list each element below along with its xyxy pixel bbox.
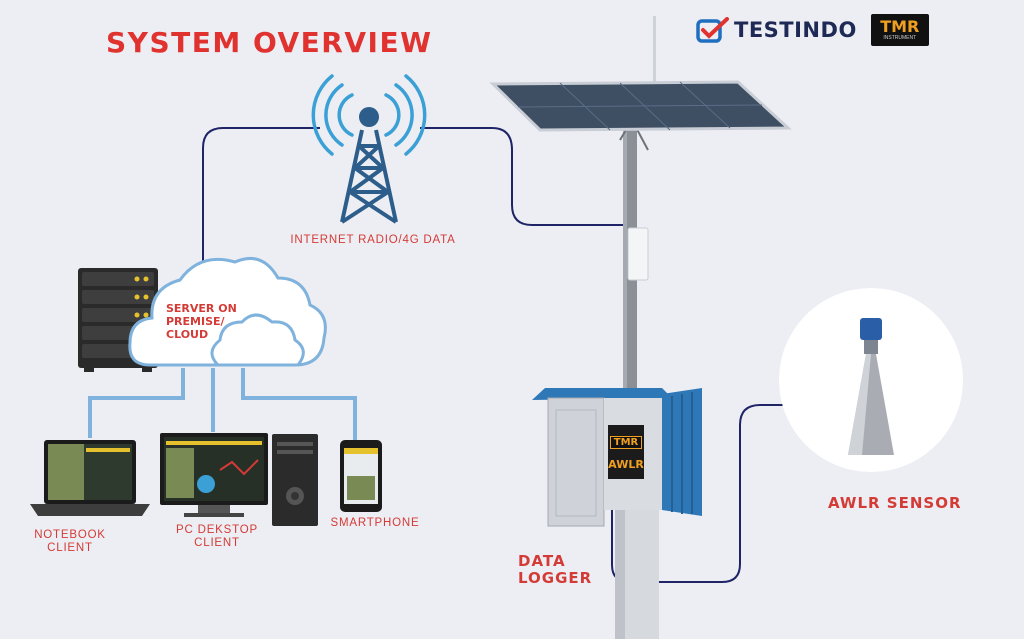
server-label: SERVER ON PREMISE/ CLOUD [166, 302, 237, 341]
logger-panel-text: AWLR [608, 458, 644, 471]
pole-structure [619, 16, 656, 390]
data-logger-enclosure [532, 388, 702, 639]
server-label-line1: SERVER ON [166, 302, 237, 315]
page-title: SYSTEM OVERVIEW [106, 26, 433, 59]
server-to-tower-link [202, 127, 320, 262]
checkmark-icon [696, 17, 729, 43]
logger-label: DATA LOGGER [518, 553, 592, 587]
notebook-label: NOTEBOOK CLIENT [30, 529, 110, 555]
notebook-label-line1: NOTEBOOK [34, 529, 106, 541]
notebook-label-line2: CLIENT [47, 542, 93, 554]
tower-to-pole-link [420, 127, 632, 226]
antenna-box [627, 227, 649, 281]
client-links [88, 368, 357, 440]
pc-label: PC DEKSTOP CLIENT [162, 524, 272, 550]
tmr-logo-subtext: INSTRUMENT [883, 35, 917, 41]
pc-label-line2: CLIENT [194, 537, 240, 549]
tmr-logo-text: TMR [880, 17, 920, 36]
tmr-logo: TMR INSTRUMENT [870, 14, 929, 46]
brand-header: TESTINDO TMR INSTRUMENT [696, 14, 929, 46]
logger-label-line1: DATA [518, 552, 566, 570]
testindo-logo: TESTINDO [696, 17, 857, 43]
smartphone-label: SMARTPHONE [330, 517, 420, 529]
tower-label: INTERNET RADIO/4G DATA [290, 234, 456, 246]
server-label-line2: PREMISE/ [166, 315, 225, 328]
smartphone-icon [340, 440, 382, 512]
pc-label-line1: PC DEKSTOP [176, 524, 258, 536]
logger-panel: TMR AWLR [608, 432, 644, 471]
notebook-icon [30, 440, 150, 516]
solar-panel-icon [489, 80, 792, 132]
cloud-icon [128, 257, 327, 367]
awlr-sensor-icon [779, 288, 963, 472]
brand-name: TESTINDO [734, 18, 857, 42]
sensor-label: AWLR SENSOR [828, 494, 962, 512]
radio-tower-icon [311, 74, 427, 224]
pc-desktop-icon [160, 433, 318, 526]
server-label-line3: CLOUD [166, 328, 209, 341]
logger-label-line2: LOGGER [518, 569, 593, 587]
logger-panel-brand: TMR [609, 436, 643, 449]
